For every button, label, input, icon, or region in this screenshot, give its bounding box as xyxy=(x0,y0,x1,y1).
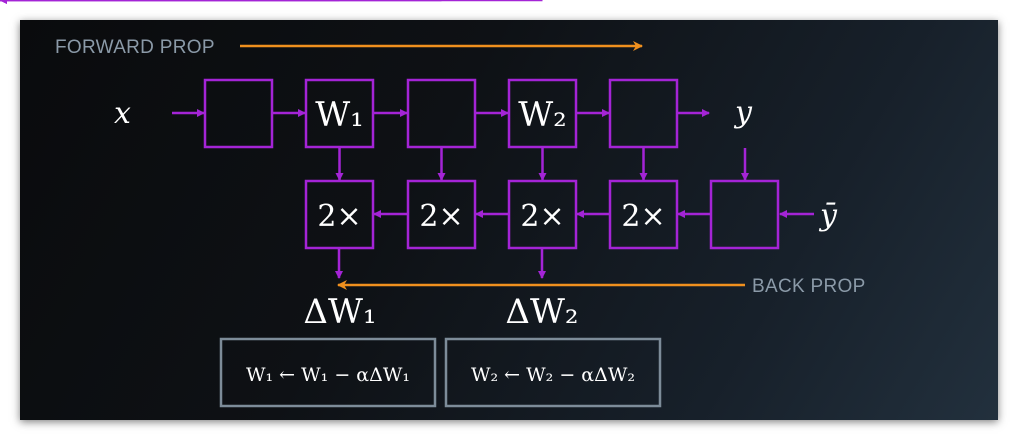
target-ybar: ȳ xyxy=(818,198,838,233)
update-rule-w2: W₂ ← W₂ − αΔW₂ xyxy=(471,364,635,386)
forward-node xyxy=(608,78,679,149)
forward-node-label: W₂ xyxy=(518,95,567,135)
gradient-w1: ΔW₁ xyxy=(303,292,376,332)
backward-node xyxy=(709,179,780,250)
backward-node-label: 2× xyxy=(317,199,361,234)
output-y: y xyxy=(733,95,753,130)
backward-node-label: 2× xyxy=(419,199,463,234)
update-box-w1 xyxy=(219,337,437,408)
update-rule-w1: W₁ ← W₁ − αΔW₁ xyxy=(246,364,410,386)
input-x: x xyxy=(114,96,131,131)
update-box-w2 xyxy=(444,337,662,408)
backward-node-label: 2× xyxy=(621,199,665,234)
forward-node xyxy=(203,78,274,149)
forward-node-label: W₁ xyxy=(315,95,364,135)
backward-node-label: 2× xyxy=(520,199,564,234)
gradient-w2: ΔW₂ xyxy=(505,292,578,332)
forward-node xyxy=(406,78,477,149)
back-prop-label: BACK PROP xyxy=(752,276,866,297)
forward-prop-label: FORWARD PROP xyxy=(55,37,215,58)
